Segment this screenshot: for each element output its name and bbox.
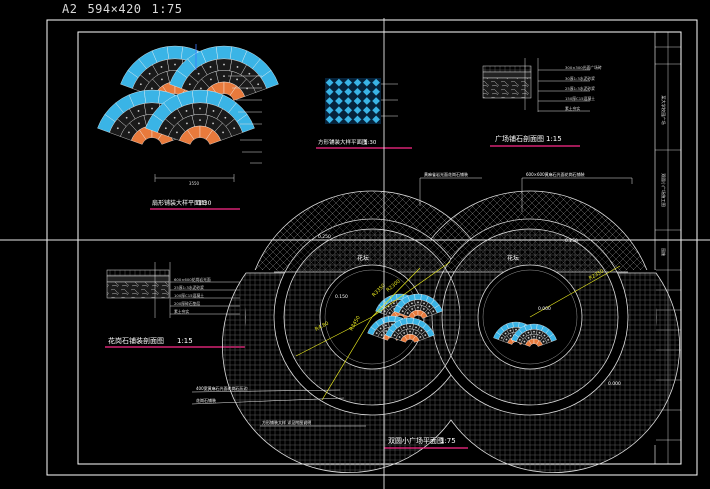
planter-layer-5: 素土夯实 xyxy=(174,309,189,314)
callout-leaders xyxy=(191,177,633,427)
title-block-number: 园施 xyxy=(661,248,667,256)
fan-plan-leaders xyxy=(154,75,262,182)
level-0000-outer: 0.000 xyxy=(608,381,621,387)
callout-bottom-3: 方形铺装大样 详见附图说明 xyxy=(262,419,311,425)
plaza-layer-3: 25厚1:3水泥砂浆 xyxy=(565,86,595,91)
planter-layer-3: 100厚C15混凝土 xyxy=(174,293,204,298)
double-circle-plaza-plan[interactable] xyxy=(222,190,680,474)
crosshair-cursor xyxy=(0,18,710,489)
title-block-project: 某大学校园广场 xyxy=(660,95,667,124)
planter-section-detail[interactable]: 600×600花岗岩光面 25厚1:3水泥砂浆 100厚C15混凝土 200厚碎… xyxy=(106,262,240,318)
block-plan-scale: 1:30 xyxy=(364,140,377,146)
plaza-layer-4: 150厚C15混凝土 xyxy=(565,96,595,101)
plaza-layer-2: 30厚1:3水泥砂浆 xyxy=(565,76,595,81)
planter-section-scale: 1:15 xyxy=(177,337,193,345)
sheet-label: A2 594×420 1:75 xyxy=(62,2,192,16)
sheet-size: A2 xyxy=(62,2,78,16)
fan-plan-dimension: 3550 xyxy=(189,181,200,186)
planter-layer-1: 600×600花岗岩光面 xyxy=(174,277,211,282)
planter-label-right: 花坛 xyxy=(507,254,519,262)
plaza-section-title: 广场铺石剖面图 xyxy=(495,134,544,143)
fan-plan-title: 扇形铺装大样平面图 xyxy=(152,199,206,207)
main-plan-title: 双圆小广场平面图 xyxy=(388,436,444,445)
block-paving-plan[interactable] xyxy=(325,78,398,124)
level-0250-left: 0.250 xyxy=(318,234,331,240)
planter-layer-4: 200厚碎石垫层 xyxy=(174,301,200,306)
planter-label-left: 花坛 xyxy=(357,254,369,262)
plaza-layer-5: 素土夯实 xyxy=(565,106,580,111)
block-plan-title: 方形铺装大样平面图 xyxy=(318,138,368,146)
sheet-dims: 594×420 xyxy=(87,2,142,16)
title-block-drawing: 双圆小广场施工图 xyxy=(660,173,667,207)
level-0250-right: 0.250 xyxy=(565,238,578,244)
planter-section-title: 花岗石铺装剖面图 xyxy=(108,336,164,345)
callout-bottom-1: 400宽黄麻石光面花岗石压边 xyxy=(196,385,248,391)
main-plan-scale: 1:75 xyxy=(440,437,456,445)
level-0000-inner: 0.000 xyxy=(538,306,551,312)
fan-plan-scale: 1:30 xyxy=(198,200,212,207)
plaza-layer-1: 300×300光面广场砖 xyxy=(565,65,602,70)
planter-layer-2: 25厚1:3水泥砂浆 xyxy=(174,285,204,290)
fan-paving-plan[interactable] xyxy=(97,45,279,145)
level-0150: 0.150 xyxy=(335,294,348,300)
plaza-section-detail[interactable]: 300×300光面广场砖 30厚1:3水泥砂浆 25厚1:3水泥砂浆 150厚C… xyxy=(482,58,602,112)
callout-top-right: 600×600黄麻石光面花岗石铺装 xyxy=(526,171,585,177)
sheet-scale: 1:75 xyxy=(151,2,183,16)
callout-bottom-2: 花岗石铺装 xyxy=(196,397,216,403)
plaza-section-scale: 1:15 xyxy=(546,135,562,143)
outer-border xyxy=(46,19,698,476)
callout-top-left: 黄麻雀岩光面花岗石铺装 xyxy=(424,171,468,177)
